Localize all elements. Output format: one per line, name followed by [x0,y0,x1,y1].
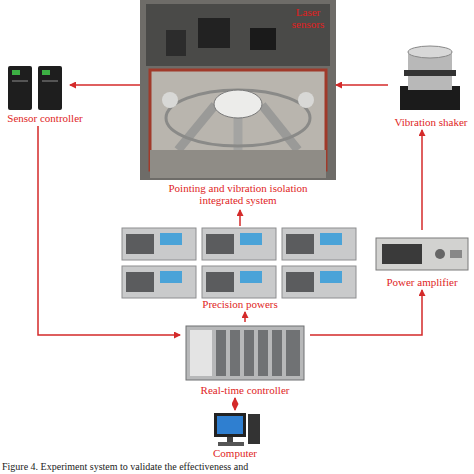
device-label: Power amplifier [372,276,472,288]
sensor-controller-image [8,66,62,110]
signal-arrow [234,398,236,410]
signal-arrow [310,290,422,335]
device-label: Sensor controller [0,112,90,124]
signal-arrow [239,210,241,226]
signal-arrow [38,126,180,335]
device-node: Precision powers [118,226,362,312]
device-node: Power amplifier [372,230,472,290]
amplifier-image [376,238,468,270]
device-label: Real-time controller [180,384,310,396]
device-node: Computer [205,410,265,460]
device-node: Sensor controller [4,62,70,126]
computer-image [214,413,260,446]
controller-image [186,326,304,380]
device-label: Pointing and vibration isolation integra… [148,182,328,206]
device-node: Vibration shaker [388,42,474,130]
shaker-image [400,46,460,110]
signal-arrow [70,84,140,86]
power-supply-images [122,228,356,298]
system-photo [140,0,336,180]
device-node: Real-time controller [180,322,310,398]
signal-arrow [244,312,246,322]
device-label: Precision powers [118,298,362,310]
device-label: Vibration shaker [388,116,474,128]
part-label: Laser sensors [284,6,332,30]
figure-caption: Figure 4. Experiment system to validate … [2,461,472,472]
signal-arrow [421,130,423,230]
device-node: Pointing and vibration isolation integra… [140,0,336,210]
device-label: Computer [195,447,275,459]
signal-arrow [336,84,388,86]
